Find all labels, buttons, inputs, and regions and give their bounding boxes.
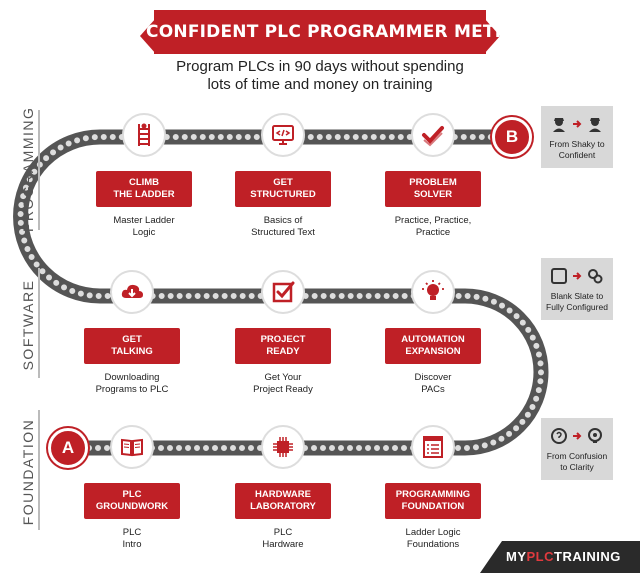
banner-tail-right: [484, 18, 500, 54]
milestone-caption: Ladder Logic Foundations: [405, 527, 461, 550]
milestone-project-ready: PROJECT READY Get Your Project Ready: [223, 270, 343, 395]
milestone-label: PROGRAMMING FOUNDATION: [385, 483, 481, 519]
code-monitor-icon: [261, 113, 305, 157]
milestone-label: HARDWARE LABORATORY: [235, 483, 331, 519]
programming-divider: [38, 110, 40, 230]
card-icons: [541, 426, 613, 446]
milestone-label: GET STRUCTURED: [235, 171, 331, 207]
worker-icon: [589, 118, 601, 132]
logo-part-plc: PLC: [526, 549, 554, 564]
ladder-climber-icon: [122, 113, 166, 157]
arrow-right-icon: [573, 272, 582, 280]
milestone-label: GET TALKING: [84, 328, 180, 364]
card-text: From Shaky to Confident: [549, 139, 605, 160]
logo-part-training: TRAINING: [554, 549, 621, 564]
milestone-programming-foundation: PROGRAMMING FOUNDATION Ladder Logic Foun…: [373, 425, 493, 550]
milestone-caption: PLC Hardware: [262, 527, 304, 550]
logo-text: MYPLCTRAINING: [506, 541, 636, 573]
worker-icon: [553, 118, 565, 132]
milestone-caption: Master Ladder Logic: [113, 215, 175, 238]
checkbox-icon: [261, 270, 305, 314]
logo-background: [480, 541, 640, 573]
section-label-programming: PROGRAMMING: [20, 106, 36, 232]
foundation-divider: [38, 410, 40, 530]
blank-square-icon: [551, 268, 567, 284]
milestone-hardware-laboratory: HARDWARE LABORATORY PLC Hardware: [223, 425, 343, 550]
card-icons: [541, 266, 613, 286]
card-shaky-to-confident: From Shaky to Confident: [541, 106, 613, 168]
banner-tail-left: [140, 18, 156, 54]
subtitle-line-1: Program PLCs in 90 days without spending: [176, 58, 464, 75]
confused-head-icon: [551, 428, 567, 444]
milestone-caption: Practice, Practice, Practice: [394, 215, 472, 238]
milestone-automation-expansion: AUTOMATION EXPANSION Discover PACs: [373, 270, 493, 395]
milestone-caption: Get Your Project Ready: [253, 372, 313, 395]
milestone-caption: Discover PACs: [414, 372, 452, 395]
section-label-foundation: FOUNDATION: [20, 418, 36, 526]
start-node-label: A: [48, 428, 88, 468]
gears-icon: [588, 269, 603, 284]
milestone-label: PLC GROUNDWORK: [84, 483, 180, 519]
track-dots: [17, 134, 544, 451]
card-confusion-to-clarity: From Confusion to Clarity: [541, 418, 613, 480]
arrow-right-icon: [573, 120, 582, 128]
lightbulb-icon: [411, 270, 455, 314]
cloud-download-icon: [110, 270, 154, 314]
card-icons: [541, 114, 613, 134]
title-banner: THE CONFIDENT PLC PROGRAMMER METHOD: [102, 10, 538, 54]
card-text: From Confusion to Clarity: [546, 451, 608, 472]
page-title: THE CONFIDENT PLC PROGRAMMER METHOD: [102, 10, 538, 54]
milestone-plc-groundwork: PLC GROUNDWORK PLC Intro: [72, 425, 192, 550]
milestone-label: PROBLEM SOLVER: [385, 171, 481, 207]
subtitle: Program PLCs in 90 days without spending…: [100, 58, 540, 94]
section-label-software: SOFTWARE: [20, 279, 36, 371]
milestone-get-talking: GET TALKING Downloading Programs to PLC: [72, 270, 192, 395]
milestone-caption: Downloading Programs to PLC: [95, 372, 169, 395]
card-text: Blank Slate to Fully Configured: [546, 291, 608, 312]
milestone-get-structured: GET STRUCTURED Basics of Structured Text: [223, 113, 343, 238]
chip-icon: [261, 425, 305, 469]
milestone-caption: Basics of Structured Text: [251, 215, 315, 238]
logo-part-my: MY: [506, 549, 527, 564]
book-icon: [110, 425, 154, 469]
end-node: B: [492, 117, 532, 157]
milestone-label: AUTOMATION EXPANSION: [385, 328, 481, 364]
lightbulb-head-icon: [588, 428, 602, 443]
subtitle-line-2: lots of time and money on training: [207, 76, 433, 93]
end-node-label: B: [492, 117, 532, 157]
milestone-problem-solver: PROBLEM SOLVER Practice, Practice, Pract…: [373, 113, 493, 238]
arrow-right-icon: [573, 432, 582, 440]
document-list-icon: [411, 425, 455, 469]
milestone-climb-the-ladder: CLIMB THE LADDER Master Ladder Logic: [84, 113, 204, 238]
software-divider: [38, 268, 40, 378]
brand-logo: MYPLCTRAINING: [480, 541, 640, 573]
checkmark-icon: [411, 113, 455, 157]
milestone-label: PROJECT READY: [235, 328, 331, 364]
milestone-label: CLIMB THE LADDER: [96, 171, 192, 207]
card-blank-to-configured: Blank Slate to Fully Configured: [541, 258, 613, 320]
start-node: A: [48, 428, 88, 468]
milestone-caption: PLC Intro: [122, 527, 142, 550]
